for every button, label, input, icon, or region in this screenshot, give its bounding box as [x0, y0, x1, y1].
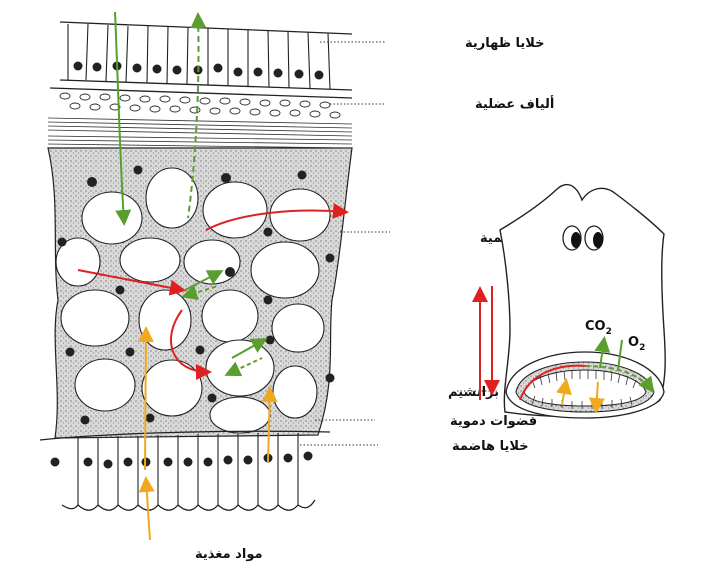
- digestive-epithelium: [39, 430, 331, 511]
- gas-exchange-arrows: [114, 11, 268, 377]
- eye-spots-icon: [562, 225, 604, 251]
- label-blood-spaces: فضوات دموية: [450, 414, 537, 429]
- label-muscle-fibers: ألياف عضلية: [475, 95, 554, 112]
- nutrient-arrows: [137, 326, 278, 541]
- label-co2: CO2: [585, 319, 612, 337]
- label-nutrients: مواد مغذية: [195, 547, 263, 562]
- label-o2: O2: [628, 335, 645, 353]
- planarian-body: [472, 183, 666, 419]
- muscle-fibers: [47, 87, 353, 149]
- blood-flow-arrows: [77, 202, 349, 380]
- parenchyma-nuclei: [57, 165, 335, 425]
- label-epidermal-cells: خلايا ظهارية: [465, 36, 545, 51]
- label-digestive-cells: خلايا هاضمة: [452, 439, 529, 454]
- epidermis: [59, 21, 353, 91]
- gut-cross-section: [505, 351, 665, 419]
- leader-lines: [300, 41, 497, 446]
